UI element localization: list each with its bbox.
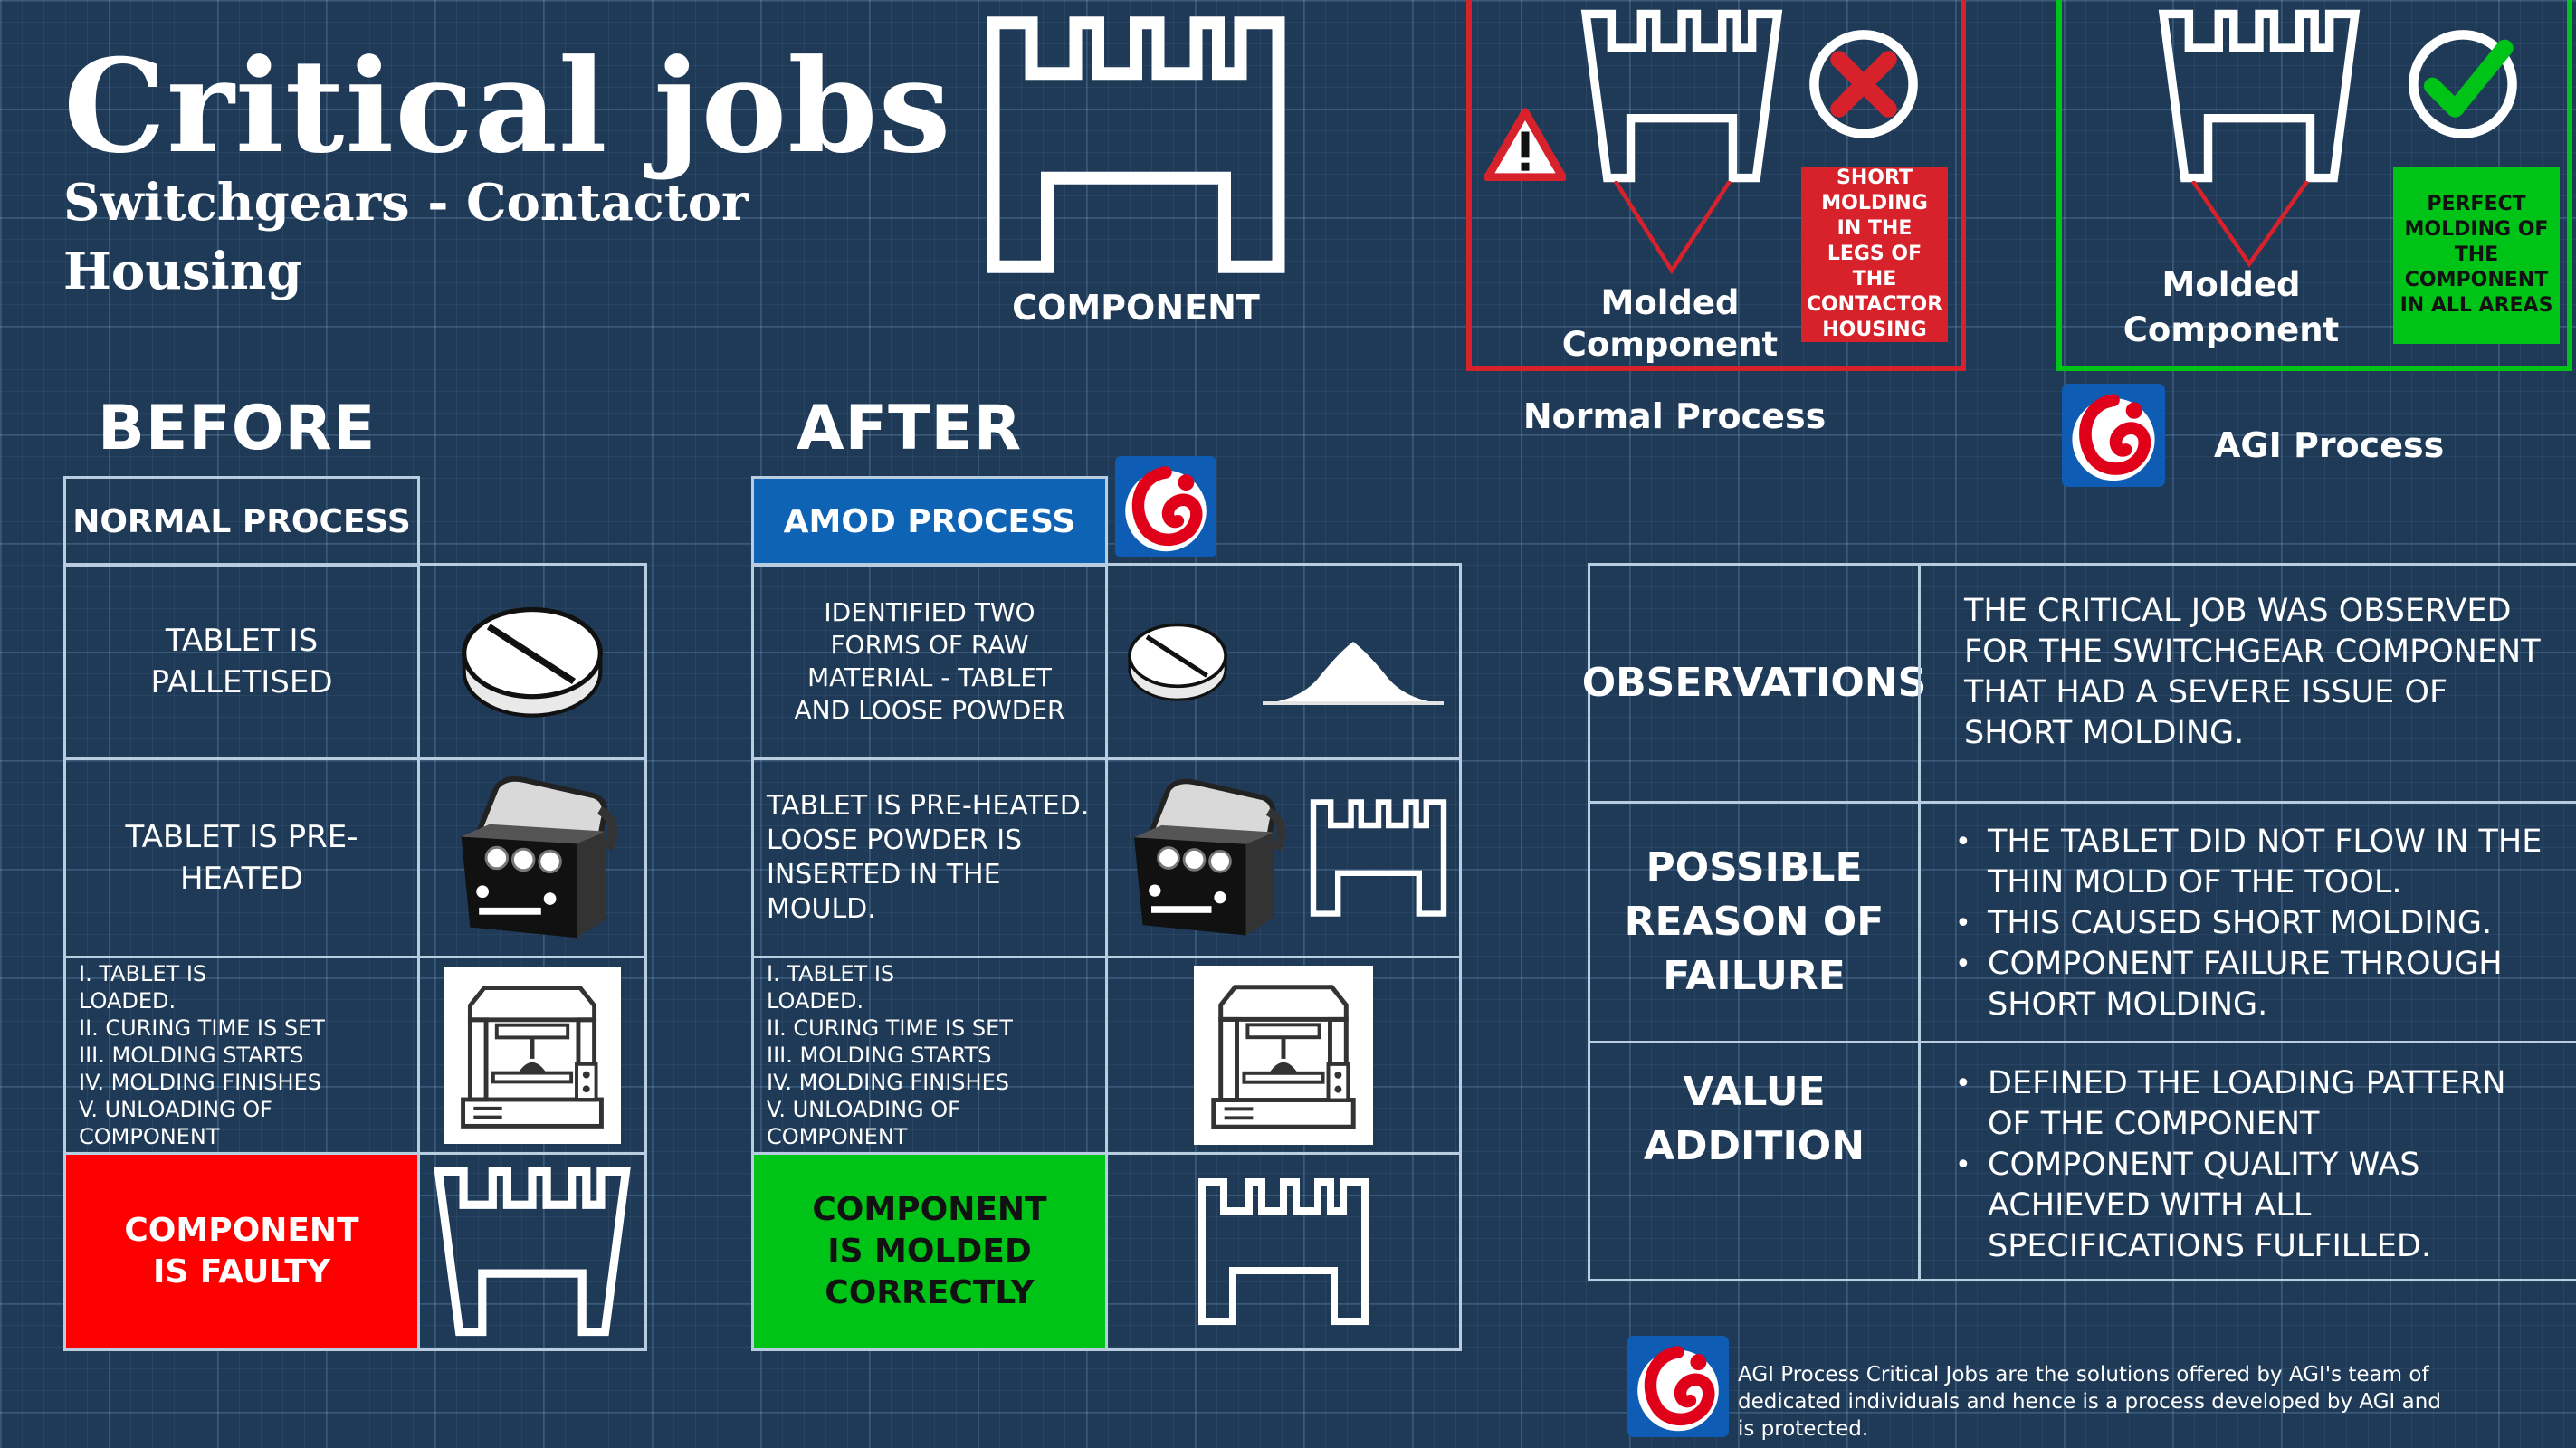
before-step2-image <box>417 757 647 958</box>
list-item: COMPONENT QUALITY WAS ACHIEVED WITH ALL … <box>1955 1145 2558 1267</box>
after-result-image <box>1105 1152 1462 1351</box>
pointer-lines <box>1613 181 1732 275</box>
list-item: III. MOLDING STARTS <box>767 1043 992 1068</box>
housing-icon <box>1193 1175 1374 1329</box>
after-step2-text: TABLET IS PRE-HEATED. LOOSE POWDER IS IN… <box>751 757 1108 958</box>
check-icon <box>2409 30 2517 138</box>
agi-process-caption: AGI Process <box>2214 425 2445 465</box>
list-item: COMPONENT FAILURE THROUGH SHORT MOLDING. <box>1955 944 2558 1025</box>
amod-process-label: AMOD PROCESS <box>751 476 1108 567</box>
before-step2-text: TABLET IS PRE-HEATED <box>63 757 420 958</box>
after-step3-list: I. TABLET IS LOADED. II. CURING TIME IS … <box>751 956 1108 1155</box>
list-item: DEFINED THE LOADING PATTERN OF THE COMPO… <box>1955 1063 2558 1145</box>
before-step1-image <box>417 563 647 760</box>
footer-note: AGI Process Critical Jobs are the soluti… <box>1738 1363 2441 1441</box>
faulty-housing-icon <box>428 1163 636 1340</box>
page-title: Critical jobs <box>63 32 952 182</box>
list-item: IV. MOLDING FINISHES <box>767 1070 1009 1095</box>
list-item: LOADED. <box>767 988 864 1014</box>
defect-badge: SHORT MOLDING IN THE LEGS OF THE CONTACT… <box>1801 167 1948 342</box>
list-item: V. UNLOADING OF COMPONENT <box>767 1097 960 1149</box>
after-heading: AFTER <box>797 393 1023 464</box>
housing-icon <box>978 9 1294 281</box>
before-step3-image <box>417 956 647 1155</box>
agi-molded-label: Molded Component <box>2123 265 2340 349</box>
component-label: COMPONENT <box>1012 288 1260 328</box>
observations-label: OBSERVATIONS <box>1582 563 1926 804</box>
faulty-result: COMPONENT IS FAULTY <box>63 1152 420 1351</box>
molding-machine-icon <box>1194 966 1373 1145</box>
normal-molded-label: Molded Component <box>1561 283 1779 364</box>
powder-icon <box>1262 642 1444 705</box>
before-result-image <box>417 1152 647 1351</box>
pointer-lines <box>2190 181 2310 268</box>
after-step1-image <box>1105 563 1462 760</box>
after-step3-image <box>1105 956 1462 1155</box>
normal-process-caption: Normal Process <box>1522 396 1827 436</box>
list-item: IV. MOLDING FINISHES <box>79 1070 321 1095</box>
list-item: I. TABLET IS <box>767 961 895 986</box>
faulty-housing-icon <box>1575 5 1789 186</box>
tablet-icon <box>1124 616 1231 707</box>
before-step3-list: I. TABLET IS LOADED. II. CURING TIME IS … <box>63 956 420 1155</box>
molding-machine-icon <box>444 967 621 1144</box>
failure-reason-list: THE TABLET DID NOT FLOW IN THE THIN MOLD… <box>1918 801 2576 1043</box>
warning-icon <box>1484 108 1566 181</box>
before-heading: BEFORE <box>98 393 377 464</box>
agi-process-panel <box>2056 0 2572 371</box>
after-step1-text: IDENTIFIED TWO FORMS OF RAW MATERIAL - T… <box>751 563 1108 760</box>
value-addition-label: VALUE ADDITION <box>1588 1041 1921 1281</box>
value-addition-list: DEFINED THE LOADING PATTERN OF THE COMPO… <box>1918 1041 2576 1281</box>
list-item: V. UNLOADING OF COMPONENT <box>79 1097 272 1149</box>
after-step2-image <box>1105 757 1462 958</box>
page-subtitle: Switchgears - Contactor Housing <box>63 173 749 301</box>
normal-process-label: NORMAL PROCESS <box>63 476 420 567</box>
agi-logo-icon <box>1627 1336 1729 1437</box>
success-badge: PERFECT MOLDING OF THE COMPONENT IN ALL … <box>2393 167 2560 344</box>
normal-process-panel <box>1466 0 1966 371</box>
preheater-icon <box>444 769 621 947</box>
housing-icon <box>2152 5 2366 186</box>
agi-logo-icon <box>1115 456 1216 557</box>
preheater-icon <box>1117 772 1289 944</box>
observations-text: THE CRITICAL JOB WAS OBSERVED FOR THE SW… <box>1918 563 2576 804</box>
list-item: II. CURING TIME IS SET <box>767 1015 1013 1041</box>
tablet-icon <box>456 600 608 723</box>
cross-icon <box>1809 30 1918 138</box>
housing-icon <box>1306 796 1451 919</box>
success-result: COMPONENT IS MOLDED CORRECTLY <box>751 1152 1108 1351</box>
agi-logo-icon <box>2062 384 2165 487</box>
list-item: I. TABLET IS <box>79 961 207 986</box>
list-item: II. CURING TIME IS SET <box>79 1015 325 1041</box>
list-item: THIS CAUSED SHORT MOLDING. <box>1955 903 2558 944</box>
list-item: III. MOLDING STARTS <box>79 1043 304 1068</box>
before-step1-text: TABLET IS PALLETISED <box>63 563 420 760</box>
list-item: THE TABLET DID NOT FLOW IN THE THIN MOLD… <box>1955 822 2558 903</box>
failure-reason-label: POSSIBLE REASON OF FAILURE <box>1588 801 1921 1043</box>
list-item: LOADED. <box>79 988 177 1014</box>
